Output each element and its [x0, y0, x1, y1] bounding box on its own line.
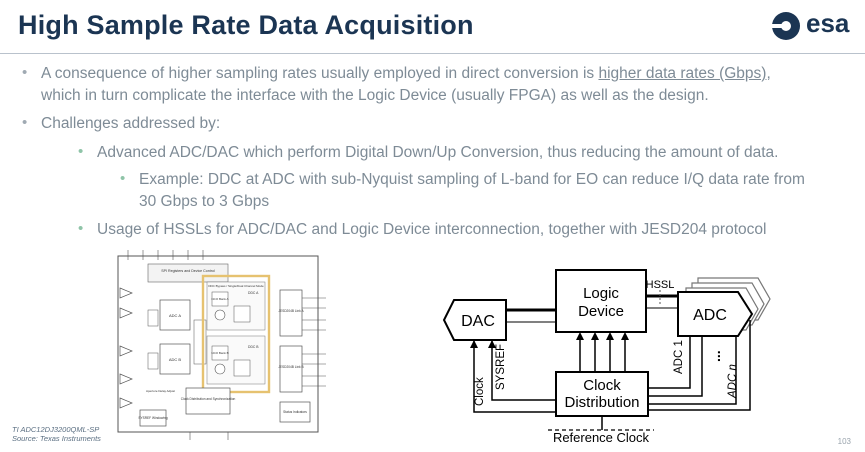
bullet-1-line2: which in turn complicate the interface w… — [41, 87, 709, 104]
system-block-diagram: DAC Logic Device ADC HSSL Clock Distribu… — [442, 269, 771, 445]
bullet-2-1-1-line2: 30 Gbps to 3 Gbps — [139, 193, 270, 210]
bullet-1-comma: , — [766, 65, 771, 82]
ddc-b-label: DDC B — [248, 345, 259, 349]
bullet-2-1-1: Example: DDC at ADC with sub-Nyquist sam… — [139, 171, 805, 188]
bullet-dot: • — [78, 143, 84, 160]
clock-dist-label-1: Clock — [583, 377, 621, 394]
bullet-1-highlight: higher data rates (Gbps) — [598, 65, 767, 82]
ref-clock-label: Reference Clock — [553, 430, 650, 445]
esa-logo-text: esa — [806, 8, 850, 38]
jesd-b-label: JESD204B Link B — [278, 365, 303, 369]
page-number: 103 — [837, 437, 851, 446]
figure-caption: TI ADC12DJ3200QML-SP — [12, 425, 100, 434]
bullet-2-2: Usage of HSSLs for ADC/DAC and Logic Dev… — [97, 221, 767, 238]
clock-dist-label: Clock Distribution and Synchronization — [181, 397, 236, 401]
aperture-label: Aperture Delay Adjust — [146, 389, 175, 393]
esa-logo-icon — [772, 12, 800, 40]
hssl-label: HSSL — [646, 279, 675, 291]
title-divider — [0, 53, 865, 54]
spi-block-label: SPI Registers and Device Control — [161, 269, 215, 273]
adc-a-label: ADC A — [169, 313, 181, 318]
clock-label: Clock — [474, 377, 486, 406]
bullet-1: A consequence of higher sampling rates u… — [41, 63, 771, 84]
nco-b-label: NCO Bank B — [211, 351, 228, 355]
bullet-2: Challenges addressed by: — [41, 115, 221, 132]
bullet-dot: • — [120, 170, 126, 187]
adc-label: ADC — [693, 307, 727, 324]
status-label: Status Indicators — [283, 410, 307, 414]
bullet-dot: • — [22, 114, 28, 131]
adc1-label: ADC 1 — [673, 340, 685, 374]
bullet-2-1: Advanced ADC/DAC which perform Digital D… — [97, 144, 779, 161]
ddc-bypass-label: DDC Bypass / Single/Dual Channel Mode — [208, 284, 264, 288]
logic-label-2: Device — [578, 303, 624, 320]
jesd-a-label: JESD204B Link A — [278, 309, 304, 313]
ddc-a-label: DDC A — [248, 291, 259, 295]
dac-label: DAC — [461, 313, 495, 330]
logic-label-1: Logic — [583, 285, 619, 302]
sysref-label: SYSREF — [495, 344, 507, 390]
sysref-window-label: SYSREF Windowing — [138, 416, 167, 420]
adcn-label: ADC n — [727, 364, 739, 399]
page-title: High Sample Rate Data Acquisition — [18, 10, 474, 40]
figure-source: Source: Texas Instruments — [12, 434, 101, 443]
bullet-1-text: A consequence of higher sampling rates u… — [41, 65, 599, 82]
ellipsis: ... — [707, 350, 723, 362]
clock-dist-label-2: Distribution — [564, 394, 639, 411]
bullet-dot: • — [78, 220, 84, 237]
nco-a-label: NCO Bank A — [211, 297, 228, 301]
ti-block-diagram: SPI Registers and Device Control ADC A A… — [117, 250, 326, 440]
bullet-dot: • — [22, 64, 28, 81]
adc-b-label: ADC B — [169, 357, 182, 362]
